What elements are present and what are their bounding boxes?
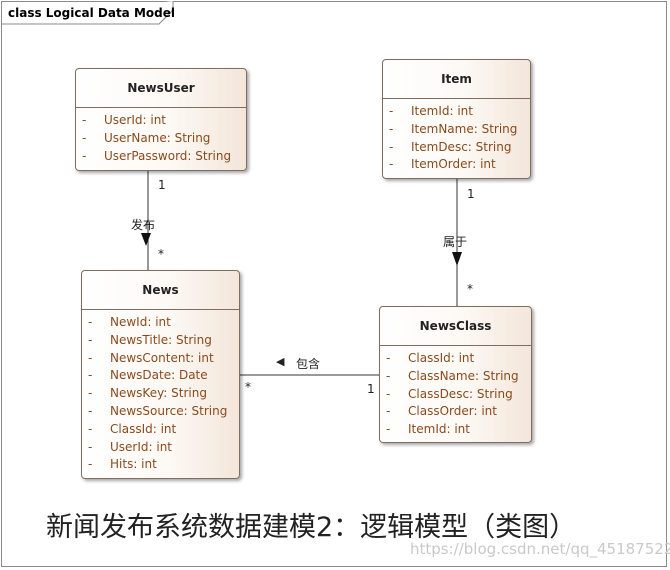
class-newsclass[interactable]: NewsClass -ClassId: int -ClassName: Stri… [379, 306, 532, 443]
attribute: -ItemOrder: int [389, 157, 496, 172]
attribute: -NewsDate: Date [88, 368, 208, 383]
contains-arrow-icon: ◀ [276, 355, 285, 368]
attribute: -Hits: int [88, 457, 157, 472]
class-news[interactable]: News -NewId: int -NewsTitle: String -New… [81, 270, 240, 479]
belongs-target-multiplicity: * [467, 282, 473, 296]
diagram-caption: 新闻发布系统数据建模2：逻辑模型（类图） [46, 512, 577, 543]
class-name: News [82, 271, 239, 310]
attribute: -ClassDesc: String [386, 386, 513, 401]
attribute: -NewsTitle: String [88, 332, 212, 347]
contains-source-multiplicity: 1 [367, 382, 375, 396]
attribute: -UserName: String [82, 130, 211, 145]
class-item[interactable]: Item -ItemId: int -ItemName: String -Ite… [382, 59, 531, 179]
attribute: -ClassId: int [88, 421, 177, 436]
belongs-source-multiplicity: 1 [467, 187, 475, 201]
class-name: NewsUser [76, 69, 246, 108]
attribute: -ItemId: int [389, 104, 473, 118]
attribute-list: -NewId: int -NewsTitle: String -NewsCont… [82, 310, 239, 474]
attribute-list: -ClassId: int -ClassName: String -ClassD… [380, 346, 531, 439]
watermark: https://blog.csdn.net/qq_45187522 [410, 540, 670, 558]
publish-target-multiplicity: * [158, 247, 164, 261]
attribute: -NewsKey: String [88, 386, 207, 401]
class-name: NewsClass [380, 307, 531, 346]
attribute: -NewsSource: String [88, 403, 228, 418]
attribute: -ClassId: int [386, 351, 475, 365]
attribute: -NewsContent: int [88, 350, 214, 365]
attribute: -UserPassword: String [82, 148, 232, 163]
attribute: -UserId: int [88, 439, 173, 454]
attribute: -ItemId: int [386, 422, 470, 437]
belongs-direction-arrow [452, 252, 462, 266]
attribute: -ItemName: String [389, 121, 518, 136]
belongs-label: 属于 [443, 235, 468, 249]
attribute-list: -ItemId: int -ItemName: String -ItemDesc… [383, 99, 530, 174]
attribute: -ItemDesc: String [389, 139, 512, 154]
attribute-list: -UserId: int -UserName: String -UserPass… [76, 108, 246, 165]
class-name: Item [383, 60, 530, 99]
class-newsuser[interactable]: NewsUser -UserId: int -UserName: String … [75, 68, 247, 171]
attribute: -UserId: int [82, 113, 167, 127]
attribute: -ClassName: String [386, 368, 519, 383]
contains-target-multiplicity: * [245, 380, 251, 394]
attribute: -NewId: int [88, 315, 171, 329]
publish-source-multiplicity: 1 [158, 178, 166, 192]
contains-label: 包含 [296, 357, 321, 371]
frame-title: class Logical Data Model [8, 6, 175, 20]
attribute: -ClassOrder: int [386, 404, 497, 419]
publish-direction-arrow [141, 233, 151, 246]
publish-label: 发布 [131, 218, 156, 232]
